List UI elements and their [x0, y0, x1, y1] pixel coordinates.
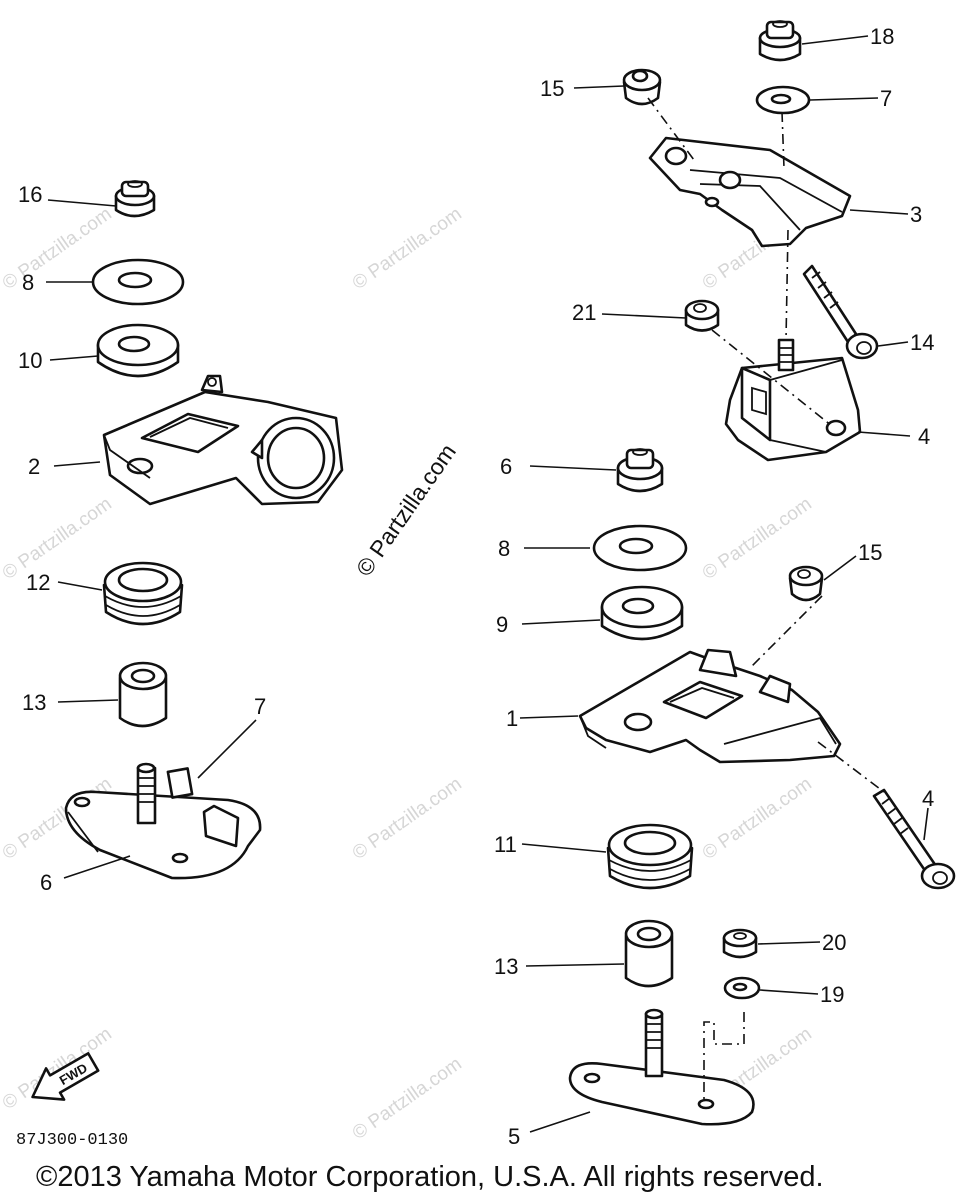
part-6-nut — [616, 448, 664, 493]
watermark-text: © Partzilla.com — [0, 493, 116, 584]
callout-label: 4 — [918, 424, 930, 449]
part-11-grommet — [606, 823, 694, 890]
assembly-lines — [647, 97, 885, 1100]
part-14-bolt — [802, 264, 879, 360]
part-1-bracket — [578, 648, 842, 764]
watermark-text: © Partzilla.com — [699, 773, 816, 864]
part-2-bracket — [102, 374, 344, 506]
fwd-arrow-icon: FWD — [31, 1052, 100, 1101]
callout-label: 9 — [496, 612, 508, 637]
part-9-damper — [600, 585, 684, 641]
watermark-text: © Partzilla.com — [349, 203, 466, 294]
callout-label: 15 — [540, 76, 564, 101]
part-8-washer-mid — [592, 524, 688, 572]
leader-lines — [46, 35, 929, 1133]
callout-label: 14 — [910, 330, 934, 355]
callout-label: 20 — [822, 930, 846, 955]
callout-label: 4 — [922, 786, 934, 811]
callout-label: 13 — [22, 690, 46, 715]
callout-label: 12 — [26, 570, 50, 595]
part-16-nut — [114, 180, 156, 218]
part-7-washer — [755, 85, 811, 115]
part-4-bolt — [872, 788, 956, 890]
part-4-mount-upper — [724, 338, 862, 462]
callout-label: 2 — [28, 454, 40, 479]
part-19-washer — [723, 976, 761, 1000]
callout-label: 6 — [40, 870, 52, 895]
part-5-plate — [568, 1008, 755, 1126]
part-21-nut — [684, 299, 720, 332]
callout-label: 18 — [870, 24, 894, 49]
callout-label: 11 — [494, 832, 517, 857]
part-12-grommet — [102, 561, 184, 626]
callout-label: 7 — [880, 86, 892, 111]
part-3-bracket — [648, 136, 852, 248]
callout-label: 19 — [820, 982, 844, 1007]
callout-label: 7 — [254, 694, 266, 719]
callout-label: 10 — [18, 348, 42, 373]
watermark-text: © Partzilla.com — [349, 1053, 466, 1144]
callout-label: 21 — [572, 300, 596, 325]
part-8-washer — [91, 258, 185, 306]
callout-label: 15 — [858, 540, 882, 565]
callout-label: 6 — [500, 454, 512, 479]
part-13-collar-right — [624, 919, 674, 988]
part-20-nut — [722, 928, 758, 959]
callout-label: 1 — [506, 706, 518, 731]
watermark-main: © Partzilla.com — [351, 439, 461, 581]
part-18-nut — [758, 20, 802, 62]
watermark-text: © Partzilla.com — [349, 773, 466, 864]
part-13-collar — [118, 661, 168, 728]
part-15-nut — [622, 68, 662, 106]
part-10-damper — [96, 323, 180, 378]
watermark-text: © Partzilla.com — [701, 0, 818, 4]
callout-label: 13 — [494, 954, 518, 979]
copyright-text: ©2013 Yamaha Motor Corporation, U.S.A. A… — [36, 1161, 824, 1193]
part-6-plate — [64, 762, 262, 880]
callout-label: 5 — [508, 1124, 520, 1149]
part-15-nut-mid — [788, 565, 824, 602]
callout-label: 8 — [22, 270, 34, 295]
diagram-code: 87J300-0130 — [16, 1131, 128, 1150]
callout-labels: 18 15 7 3 21 14 4 16 8 10 2 6 8 15 9 12 … — [18, 24, 934, 1149]
callout-label: 8 — [498, 536, 510, 561]
callout-label: 3 — [910, 202, 922, 227]
callout-label: 16 — [18, 182, 42, 207]
